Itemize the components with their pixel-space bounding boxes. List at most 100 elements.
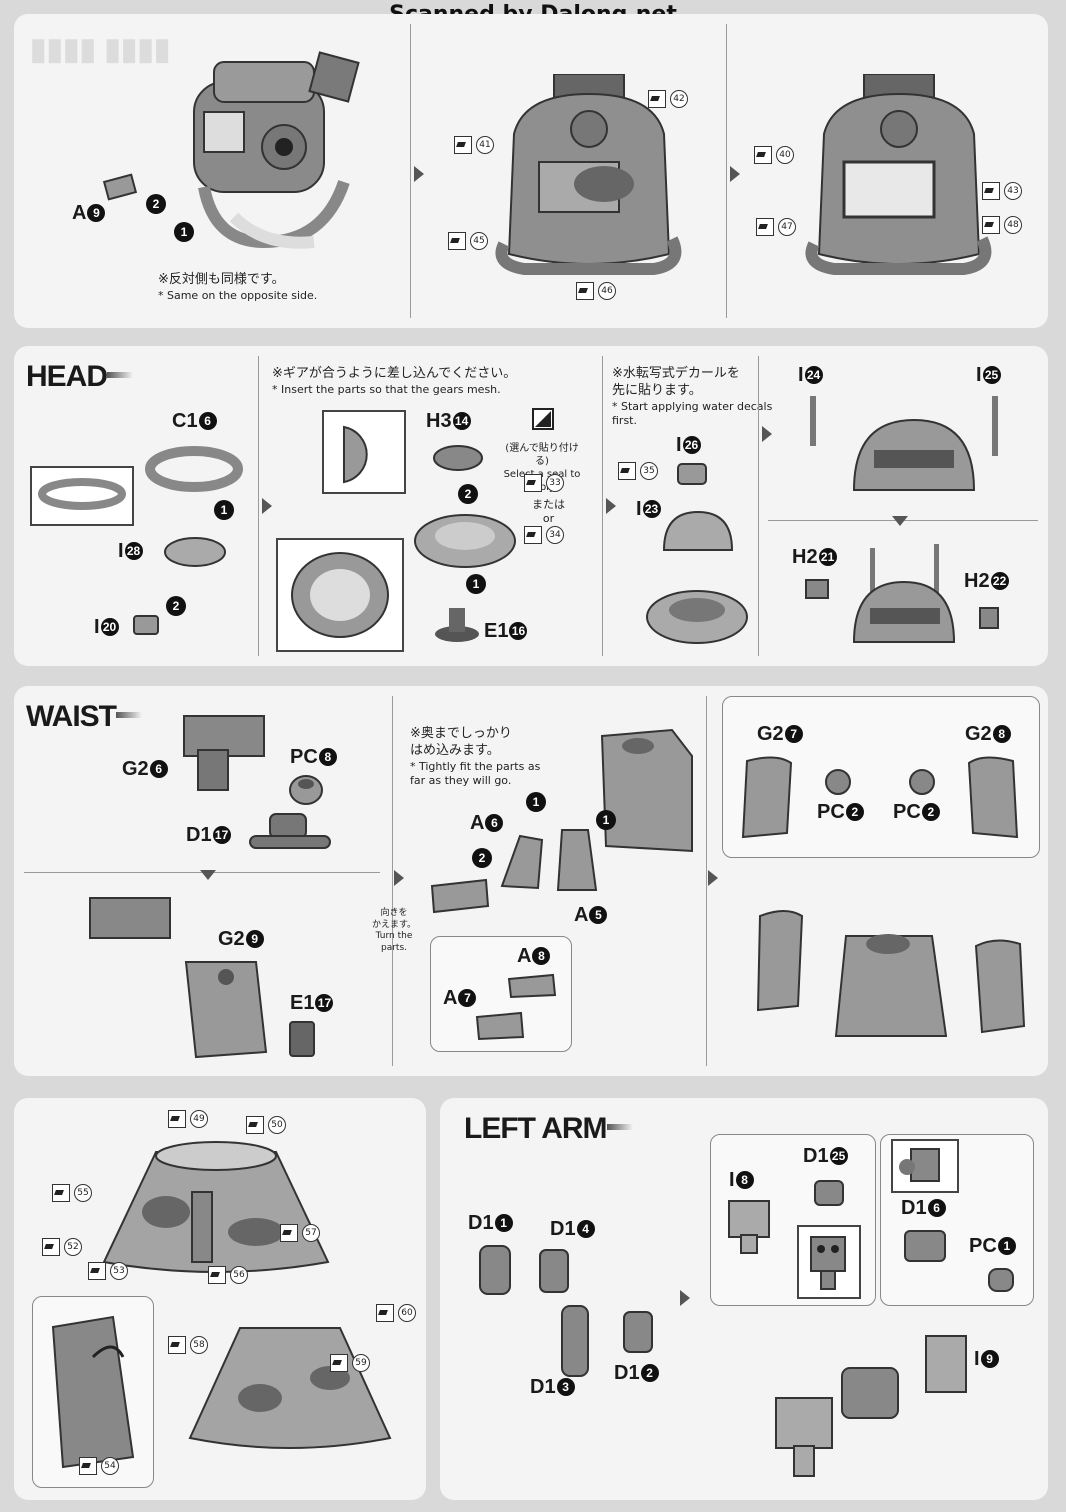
divider	[758, 356, 759, 656]
decal-icon	[42, 1238, 60, 1256]
step-1: 1	[526, 792, 546, 812]
decal-number: 35	[640, 462, 658, 480]
note-or: または or	[532, 498, 565, 527]
part-number: 8	[735, 1171, 754, 1189]
part-number: 8	[992, 725, 1011, 743]
divider	[258, 356, 259, 656]
part-letter: PC	[893, 801, 921, 823]
decal-icon	[448, 232, 466, 250]
decal-number: 46	[598, 282, 616, 300]
decal-57: 57	[280, 1224, 320, 1242]
decal-54: 54	[79, 1457, 119, 1475]
decal-icon	[88, 1262, 106, 1280]
part-letter: A	[443, 987, 458, 1009]
decal-number: 42	[670, 90, 688, 108]
waist-front-part	[600, 728, 693, 853]
part-number: 6	[485, 814, 504, 832]
note-jp: 向きを	[380, 908, 408, 918]
decal-48: 48	[982, 216, 1022, 234]
part-letter: A	[574, 904, 589, 926]
part-number: 6	[198, 412, 217, 430]
part-letter: I	[976, 364, 982, 386]
part-letter: PC	[290, 746, 318, 768]
part-letter: D1	[803, 1145, 829, 1167]
decal-52: 52	[42, 1238, 82, 1256]
decal-40: 40	[754, 146, 794, 164]
decal-35: 35	[618, 462, 658, 480]
note-jp: 先に貼ります。	[612, 382, 702, 398]
note-en: * Start applying water decals	[612, 399, 773, 413]
note-water-decal: ※水転写式デカールを 先に貼ります。 * Start applying wate…	[612, 366, 772, 428]
decal-59: 59	[330, 1354, 370, 1372]
part-number: 25	[829, 1147, 848, 1165]
decal-icon	[52, 1184, 70, 1202]
gear-base-part	[435, 608, 479, 642]
body-illustration-mid	[495, 74, 682, 275]
arm-part-d12	[623, 1311, 653, 1353]
flow-arrow	[262, 498, 272, 514]
clip-part-a7	[475, 1011, 525, 1041]
part-letter: C1	[172, 410, 198, 432]
waist-part-g26	[183, 715, 265, 791]
section-title-head: HEAD	[26, 360, 134, 393]
decal-number: 60	[398, 1304, 416, 1322]
decal-number: 48	[1004, 216, 1022, 234]
note-en: * Tightly fit the parts as	[410, 759, 541, 773]
decal-number: 33	[546, 474, 564, 492]
part-letter: A	[517, 945, 532, 967]
decal-icon	[280, 1224, 298, 1242]
decal-43: 43	[982, 182, 1022, 200]
decal-icon	[330, 1354, 348, 1372]
arm-final-assembly	[775, 1335, 967, 1477]
decal-number: 49	[190, 1110, 208, 1128]
part-letter: E1	[484, 620, 509, 642]
part-number: 16	[509, 622, 528, 640]
decal-53: 53	[88, 1262, 128, 1280]
part-letter: H2	[792, 546, 818, 568]
step-1: 1	[174, 222, 194, 242]
joint-part-d16	[904, 1230, 946, 1262]
part-number: 2	[921, 803, 940, 821]
waist-assembly	[89, 897, 268, 1059]
flow-arrow	[680, 1290, 690, 1306]
skirt-illustration-top	[102, 1141, 330, 1273]
inset-elbow-detail	[797, 1225, 861, 1299]
armor-part-a5	[556, 829, 598, 891]
gear-part	[433, 445, 483, 471]
part-letter: I	[798, 364, 804, 386]
decal-icon	[576, 282, 594, 300]
arm-part-d13	[561, 1305, 589, 1377]
decal-number: 59	[352, 1354, 370, 1372]
flow-arrow	[394, 870, 404, 886]
part-number: 2	[640, 1364, 659, 1382]
poly-cap-right	[909, 769, 935, 795]
flow-arrow	[606, 498, 616, 514]
decal-46: 46	[576, 282, 616, 300]
flow-arrow	[414, 166, 424, 182]
decal-number: 43	[1004, 182, 1022, 200]
skirt-illustration-bottom	[188, 1327, 392, 1449]
step-1: 1	[466, 574, 486, 594]
part-letter: D1	[468, 1212, 494, 1234]
part-number: 22	[990, 572, 1009, 590]
decal-icon	[756, 218, 774, 236]
section-title-waist: WAIST	[26, 700, 142, 733]
flow-arrow	[762, 426, 772, 442]
decal-number: 45	[470, 232, 488, 250]
helmet-part	[662, 510, 734, 551]
decal-icon	[754, 146, 772, 164]
part-letter: A	[72, 202, 87, 224]
